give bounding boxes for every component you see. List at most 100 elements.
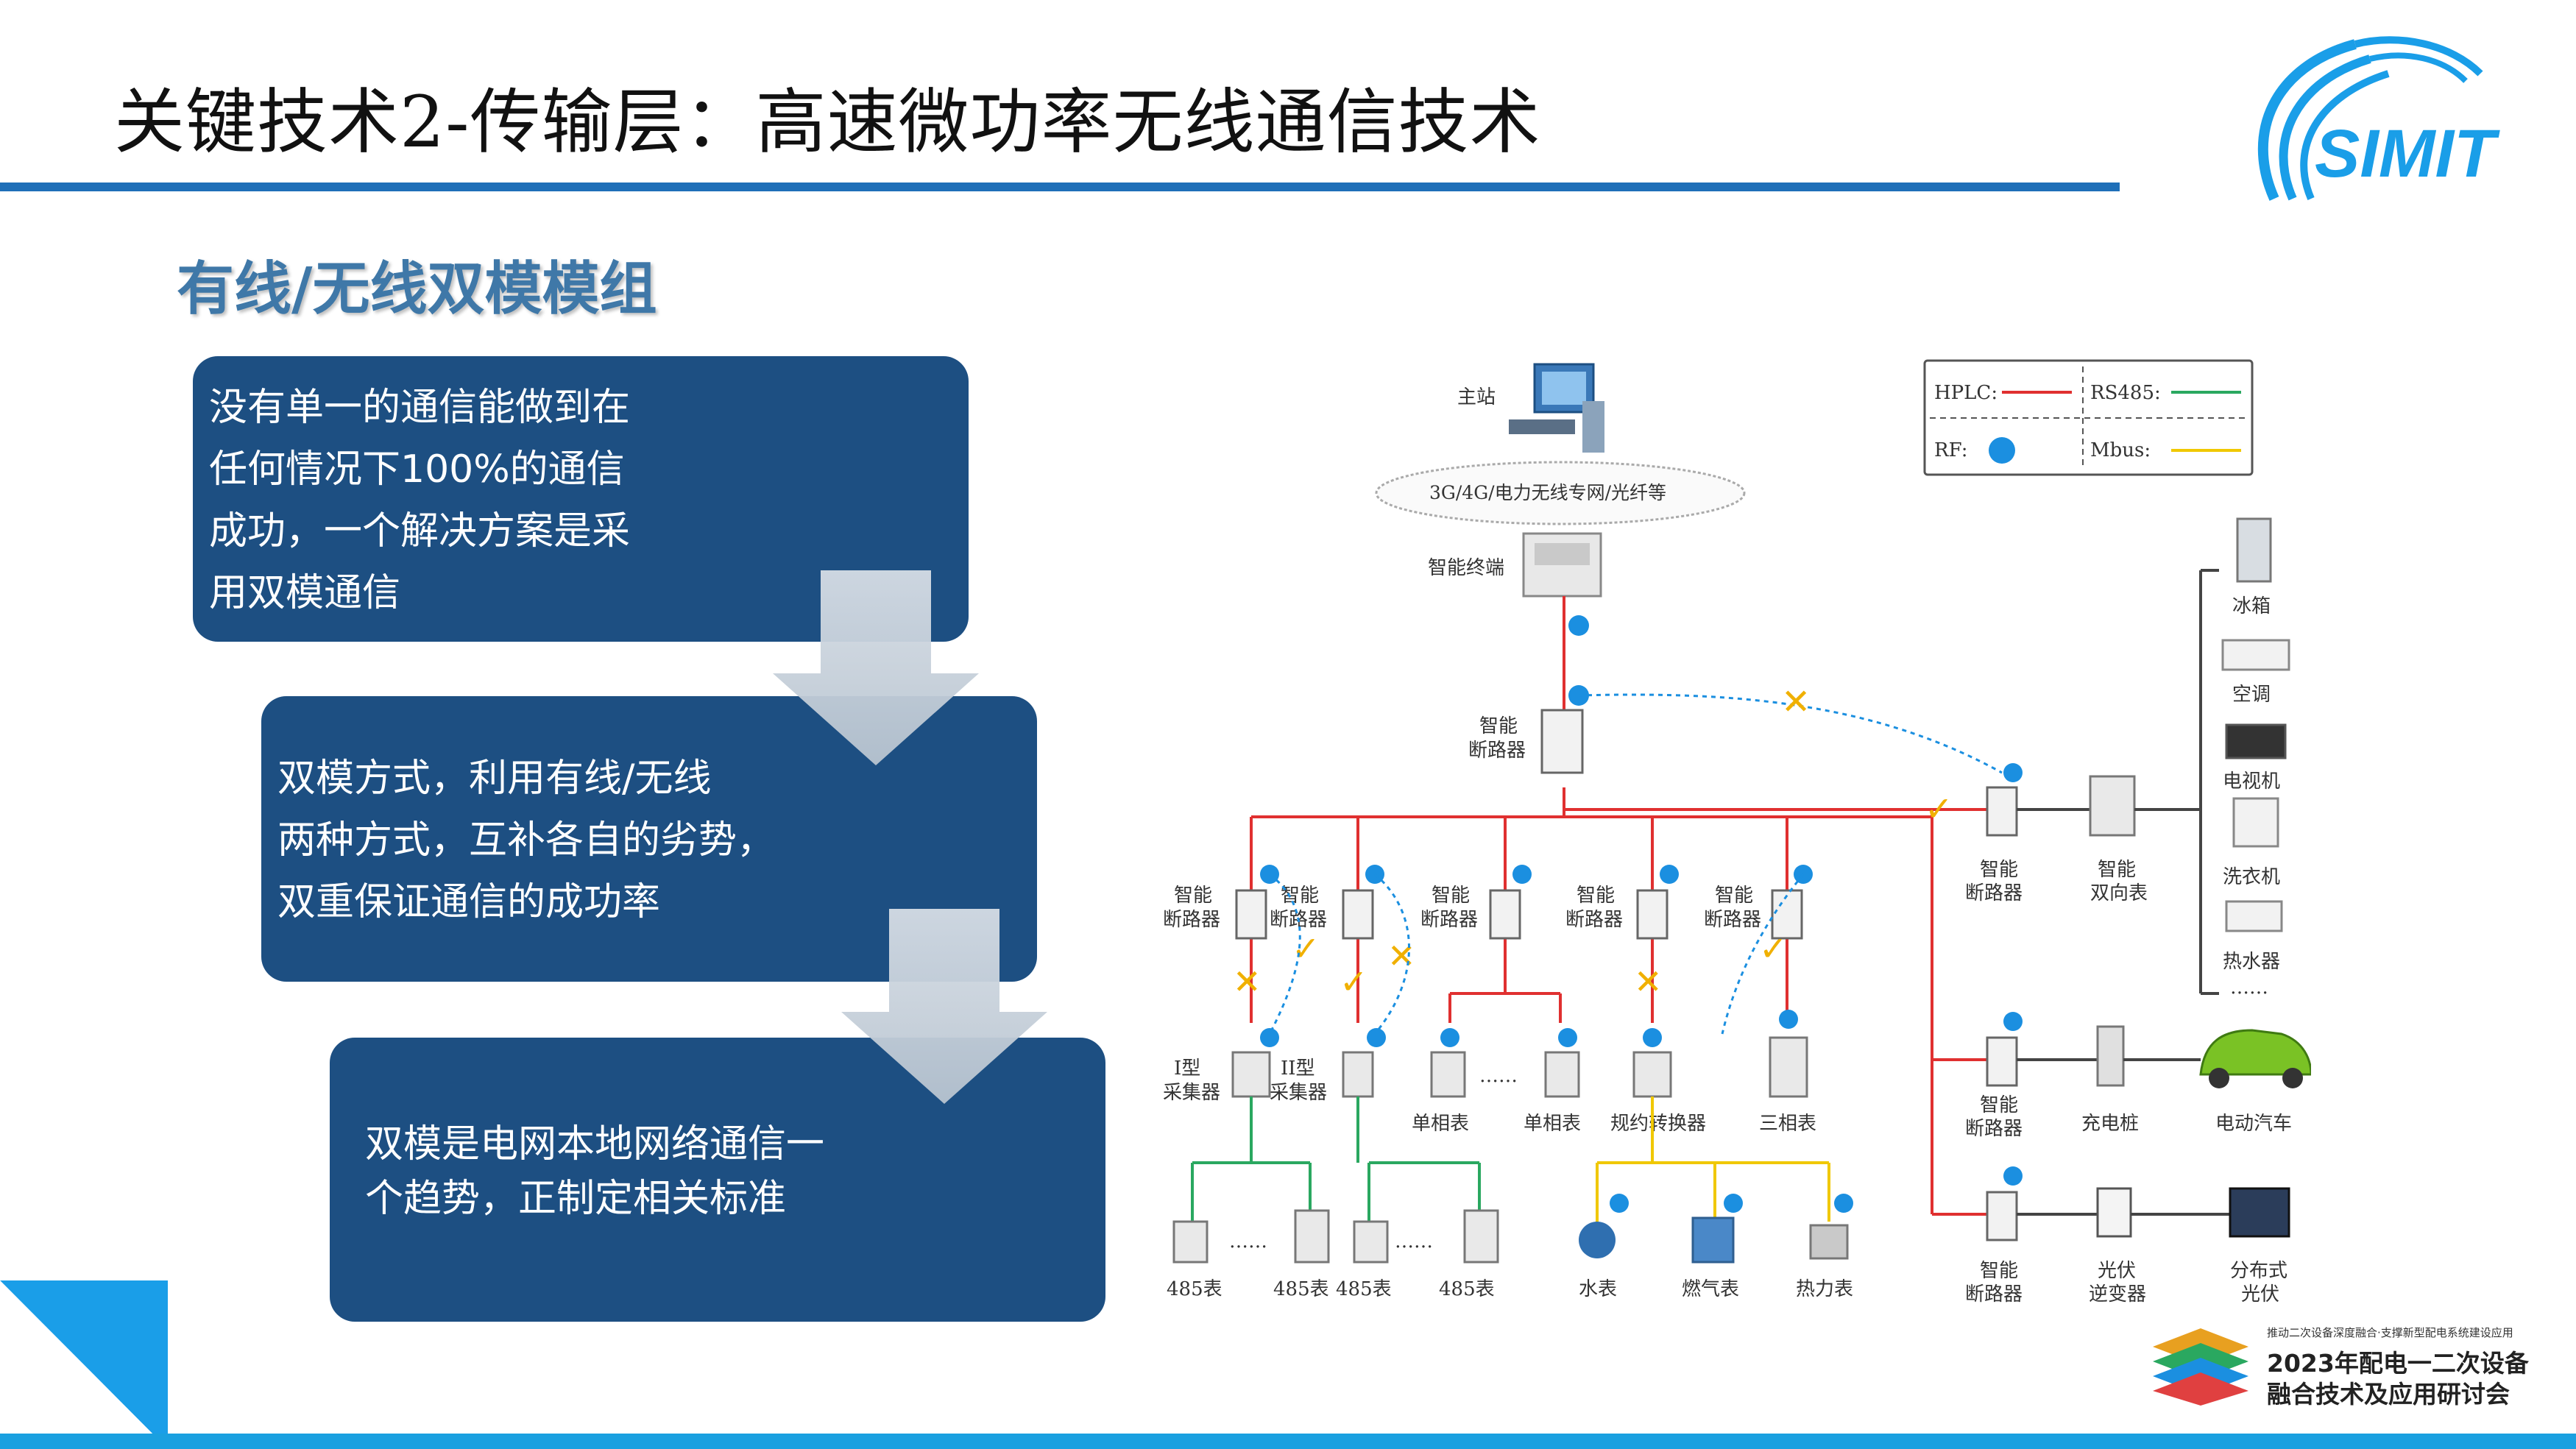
- washing-machine-icon: [2232, 797, 2279, 848]
- breaker-5-label-1: 智能: [1715, 885, 1753, 907]
- simit-logo: SIMIT: [2257, 36, 2500, 201]
- box3-line-1: 双模是电网本地网络通信一: [365, 1122, 825, 1166]
- fail-x-icon: ✕: [1634, 962, 1663, 1002]
- meter-icon: [1353, 1220, 1389, 1264]
- protocol-converter-label: 规约转换器: [1610, 1113, 1706, 1135]
- meter-icon: [1544, 1051, 1580, 1098]
- charging-pile-label: 充电桩: [2081, 1113, 2139, 1135]
- right-column: 智能 断路器 智能 双向表 冰箱 空调 电视机 洗衣机 热水器 …… 智能 断路…: [1965, 517, 2311, 1305]
- breaker-1-label-1: 智能: [1174, 885, 1212, 907]
- collector2-label-2: 采集器: [1270, 1082, 1327, 1104]
- title-underline: [0, 183, 2120, 191]
- converter-icon: [1632, 1051, 1672, 1098]
- tv-icon: [2225, 723, 2287, 759]
- breaker-icon: [1636, 889, 1669, 940]
- air-conditioner-icon: [2221, 639, 2290, 671]
- legend-mbus-label: Mbus:: [2090, 439, 2151, 461]
- dots-text: ……: [1479, 1065, 1518, 1087]
- breaker-icon: [1235, 889, 1267, 940]
- fail-x-icon: ✕: [1387, 936, 1416, 976]
- legend: HPLC: RS485: RF: Mbus:: [1923, 359, 2254, 476]
- box1-line-4: 用双模通信: [209, 571, 401, 615]
- gas-meter-icon: [1691, 1216, 1735, 1264]
- bidirectional-label-1: 智能: [2098, 859, 2136, 881]
- box2-line-2: 两种方式，互补各自的劣势，: [277, 818, 776, 862]
- right-breaker-label-2: 断路器: [1965, 882, 2023, 904]
- bidirectional-meter-icon: [2089, 775, 2136, 837]
- solar-panel-icon: [2229, 1187, 2290, 1238]
- down-arrow-1: [773, 570, 979, 765]
- rf-icon: [1367, 1028, 1386, 1047]
- legend-rf-label: RF:: [1934, 439, 1967, 461]
- bottom-meters: …… …… 485表 485表 485表 485表 水表 燃气表 热力表: [1167, 1194, 1853, 1300]
- charging-breaker-label-2: 断路器: [1965, 1118, 2023, 1140]
- conference-title-line-2: 融合技术及应用研讨会: [2267, 1380, 2510, 1409]
- water-meter-icon: [1579, 1222, 1616, 1258]
- heat-meter-icon: [1809, 1224, 1849, 1260]
- dots-text: ……: [1395, 1230, 1433, 1253]
- rf-icon: [1260, 1028, 1279, 1047]
- slide-title: 关键技术2-传输层：高速微功率无线通信技术: [114, 81, 1541, 163]
- appliance-ac: 空调: [2232, 684, 2271, 706]
- right-breaker-label-1: 智能: [1980, 859, 2018, 881]
- appliance-washer: 洗衣机: [2223, 866, 2280, 888]
- breaker-4-label-2: 断路器: [1565, 909, 1623, 931]
- box2-line-3: 双重保证通信的成功率: [277, 880, 661, 924]
- info-box-1: 没有单一的通信能做到在 任何情况下100%的通信 成功，一个解决方案是采 用双模…: [193, 356, 969, 642]
- breaker-icon: [1489, 889, 1521, 940]
- fridge-icon: [2236, 517, 2272, 583]
- collector-icon: [1231, 1051, 1271, 1098]
- heat-meter-label: 热力表: [1796, 1278, 1853, 1300]
- breaker-icon: [1342, 889, 1374, 940]
- meter485-2-label: 485表: [1273, 1278, 1329, 1300]
- appliance-heater: 热水器: [2223, 951, 2280, 973]
- check-icon: ✓: [1292, 929, 1320, 968]
- meter-icon: [1294, 1209, 1330, 1264]
- info-box-2: 双模方式，利用有线/无线 两种方式，互补各自的劣势， 双重保证通信的成功率: [261, 696, 1037, 982]
- charging-pile-icon: [2096, 1025, 2125, 1087]
- gas-meter-label: 燃气表: [1682, 1278, 1739, 1300]
- fail-x-icon: ✕: [1781, 681, 1811, 723]
- breaker-icon: [1986, 786, 2018, 837]
- box1-line-3: 成功，一个解决方案是采: [209, 509, 631, 553]
- single-meter-1-label: 单相表: [1412, 1113, 1469, 1135]
- bottom-bar: [0, 1434, 2576, 1449]
- dots-text: ……: [1229, 1230, 1267, 1253]
- info-box-3: 双模是电网本地网络通信一 个趋势，正制定相关标准: [330, 1038, 1105, 1322]
- main-breaker-label-1: 智能: [1479, 715, 1518, 737]
- cloud-icon: [1375, 461, 1746, 525]
- check-icon: ✓: [1925, 789, 1953, 829]
- box2-line-1: 双模方式，利用有线/无线: [277, 757, 712, 801]
- corner-decoration: [0, 1280, 168, 1449]
- inverter-label-2: 逆变器: [2089, 1283, 2146, 1305]
- smart-terminal-icon: [1522, 532, 1602, 598]
- box3-line-2: 个趋势，正制定相关标准: [365, 1177, 787, 1221]
- pv-panel-label-1: 分布式: [2230, 1260, 2287, 1282]
- ev-label: 电动汽车: [2215, 1113, 2292, 1135]
- rf-icon: [2003, 1166, 2023, 1186]
- charging-breaker-label-1: 智能: [1980, 1094, 2018, 1116]
- legend-rf-icon: [1989, 437, 2015, 464]
- meter485-3-label: 485表: [1336, 1278, 1392, 1300]
- conference-slogan: 推动二次设备深度融合·支撑新型配电系统建设应用: [2267, 1326, 2513, 1339]
- breaker-5-label-2: 断路器: [1704, 909, 1761, 931]
- network-label: 3G/4G/电力无线专网/光纤等: [1429, 482, 1666, 503]
- section-subtitle: 有线/无线双模模组: [177, 256, 657, 322]
- box1-line-2: 任何情况下100%的通信: [209, 447, 625, 492]
- lower-devices: I型 采集器 II型 采集器 …… 单相表 单相表 规约转换器 三相表: [1163, 1010, 1816, 1135]
- check-icon: ✓: [1759, 929, 1788, 968]
- rf-icon: [2003, 1012, 2023, 1031]
- appliance-tv: 电视机: [2223, 770, 2280, 793]
- meter-icon: [1430, 1051, 1466, 1098]
- terminal-label: 智能终端: [1428, 557, 1504, 579]
- three-phase-label: 三相表: [1759, 1113, 1816, 1135]
- rf-icon: [1660, 865, 1679, 884]
- pv-breaker-label-2: 断路器: [1965, 1283, 2023, 1305]
- check-icon: ✓: [1340, 962, 1368, 1002]
- conference-title-line-1: 2023年配电一二次设备: [2267, 1349, 2529, 1378]
- computer-icon: [1509, 363, 1604, 453]
- breaker-3-label-1: 智能: [1432, 885, 1470, 907]
- legend-hplc-label: HPLC:: [1934, 382, 1998, 404]
- breaker-4-label-1: 智能: [1577, 885, 1615, 907]
- breaker-1-label-2: 断路器: [1163, 909, 1220, 931]
